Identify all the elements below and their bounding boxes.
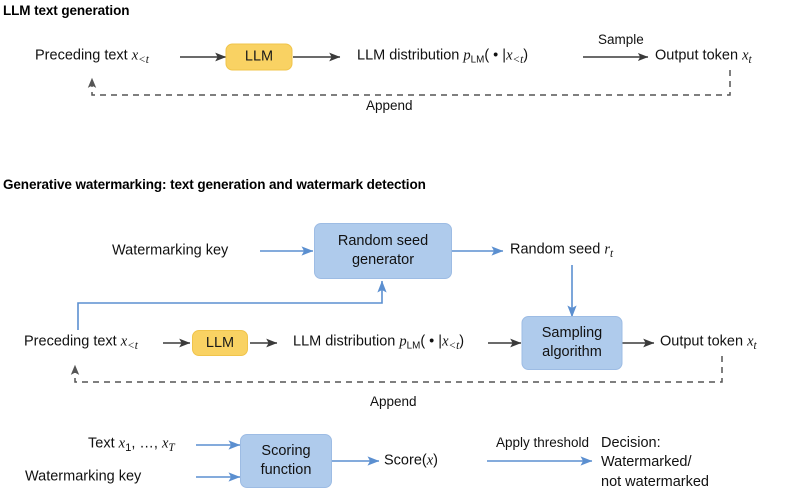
node-watermarking-key-2: Watermarking key bbox=[25, 468, 142, 485]
section-title-llm-text-generation: LLM text generation bbox=[3, 3, 130, 18]
node-score: Score(x) bbox=[384, 452, 438, 469]
top-node-output-token: Output token xt bbox=[655, 47, 752, 66]
bottom-edge-label-append: Append bbox=[370, 394, 417, 409]
node-preceding-text-bottom: Preceding text x<t bbox=[24, 333, 138, 352]
node-random-seed: Random seed rt bbox=[510, 241, 614, 260]
top-edge-label-append: Append bbox=[366, 98, 413, 113]
top-edge-label-sample: Sample bbox=[598, 32, 644, 47]
top-node-preceding-text: Preceding text x<t bbox=[35, 47, 149, 66]
section-title-generative-watermarking: Generative watermarking: text generation… bbox=[3, 177, 426, 192]
edge-label-apply-threshold: Apply threshold bbox=[496, 435, 590, 450]
top-node-llm-distribution: LLM distribution pLM( • |x<t) bbox=[357, 47, 529, 66]
bottom-llm-box-label: LLM bbox=[205, 334, 235, 351]
top-append-feedback-path bbox=[87, 70, 731, 96]
node-output-token-bottom: Output token xt bbox=[660, 333, 757, 352]
text-feedback-to-generator-path bbox=[77, 280, 387, 330]
node-llm-box-bottom[interactable]: LLM bbox=[192, 330, 248, 356]
bottom-append-feedback-path bbox=[70, 356, 723, 383]
node-decision: Decision:Watermarked/not watermarked bbox=[601, 435, 709, 490]
node-text-sequence: Text x1, …, xT bbox=[88, 435, 175, 454]
top-llm-box-label: LLM bbox=[244, 48, 274, 65]
top-node-llm-box[interactable]: LLM bbox=[225, 43, 293, 71]
node-watermarking-key: Watermarking key bbox=[112, 242, 229, 259]
node-llm-distribution-bottom: LLM distribution pLM( • |x<t) bbox=[293, 333, 465, 352]
